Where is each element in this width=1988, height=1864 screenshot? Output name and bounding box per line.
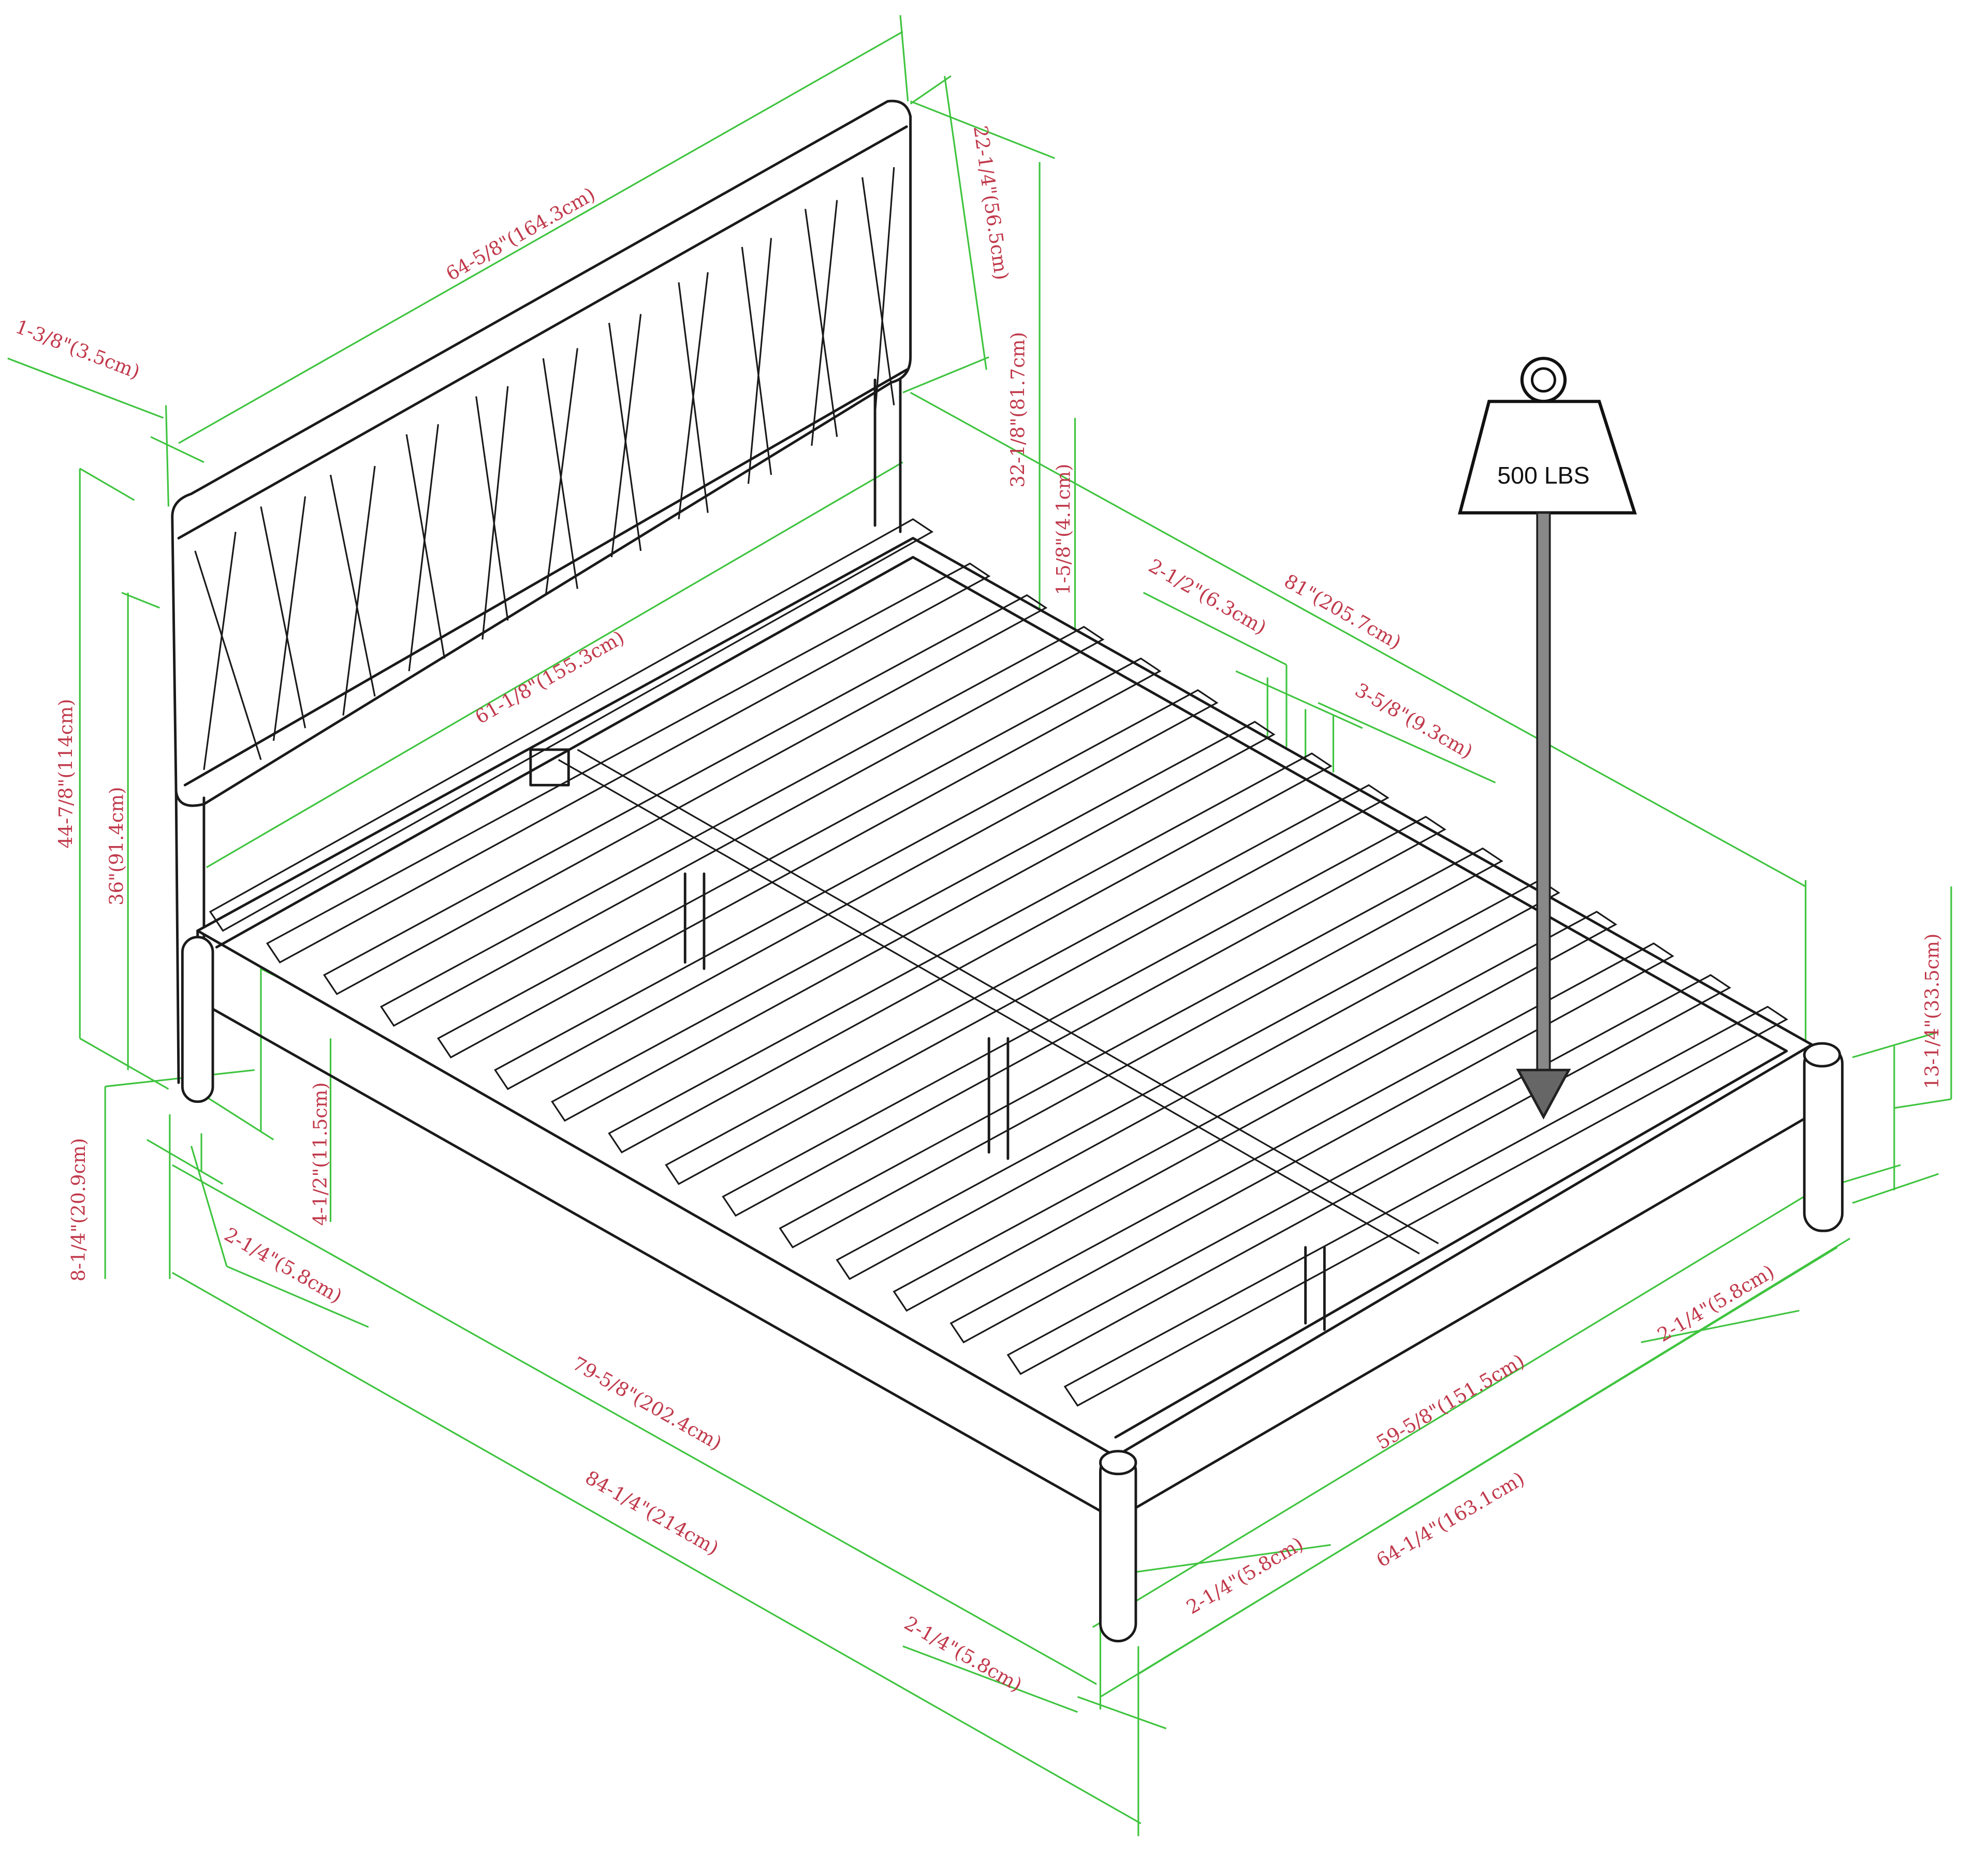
dimension-lines <box>7 15 1952 1837</box>
leg-front-right <box>1803 1042 1844 1232</box>
dim-side-rail-length: 81"(205.7cm) <box>1280 570 1405 653</box>
dim-headboard-thickness: 1-3/8"(3.5cm) <box>12 315 143 383</box>
dim-overall-height: 44-7/8"(114cm) <box>55 699 77 849</box>
dim-leg-diameter-right: 2-1/4"(5.8cm) <box>1654 1260 1778 1346</box>
dim-headboard-panel-height: 22-1/4"(56.5cm) <box>969 124 1013 282</box>
dim-slat-spacing: 3-5/8"(9.3cm) <box>1351 679 1477 763</box>
dim-leg-height-rear: 8-1/4"(20.9cm) <box>67 1138 90 1282</box>
dim-leg-clearance: 4-1/2"(11.5cm) <box>309 1082 331 1226</box>
dim-leg-diameter-rear-left: 2-1/4"(5.8cm) <box>221 1223 346 1307</box>
leg-rear-left <box>181 936 214 1103</box>
dim-inner-width-foot: 59-5/8"(151.5cm) <box>1372 1350 1528 1454</box>
weight-icon: 500 LBS <box>1458 357 1637 1120</box>
dim-rail-height: 1-5/8"(4.1cm) <box>1053 464 1075 595</box>
bed-frame-drawing <box>171 99 1844 1643</box>
dim-inner-length: 79-5/8"(202.4cm) <box>569 1352 726 1454</box>
dim-headboard-top-from-rail: 32-1/8"(81.7cm) <box>1007 332 1029 488</box>
dim-leg-diameter-front-left: 2-1/4"(5.8cm) <box>900 1612 1026 1696</box>
dim-floor-to-rail-top: 13-1/4"(33.5cm) <box>1921 934 1943 1089</box>
weight-label: 500 LBS <box>1497 462 1589 489</box>
dim-leg-diameter-front-right: 2-1/4"(5.8cm) <box>1182 1533 1307 1619</box>
dim-headboard-post-height: 36"(91.4cm) <box>105 787 127 906</box>
leg-front-left <box>1099 1450 1137 1643</box>
dim-side-rail-offset: 2-1/2"(6.3cm) <box>1145 555 1270 639</box>
dim-headboard-width: 64-5/8"(164.3cm) <box>442 183 599 285</box>
